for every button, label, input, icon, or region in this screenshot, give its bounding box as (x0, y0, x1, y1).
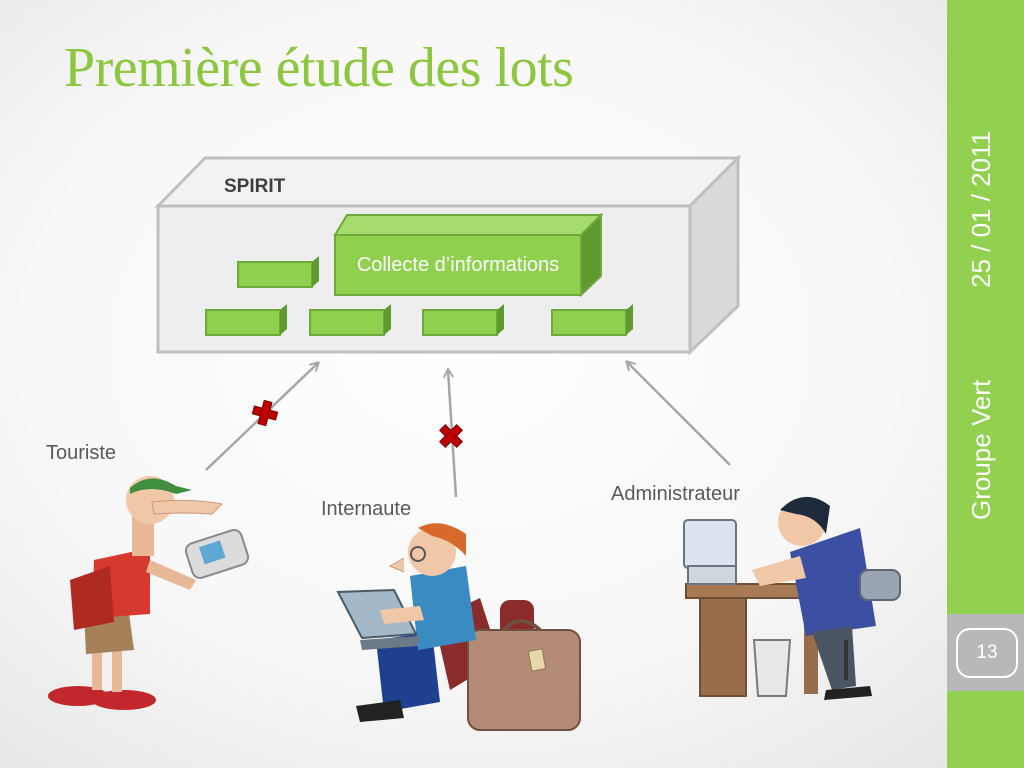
tourist-illustration-icon (48, 476, 250, 710)
module-small-3 (309, 304, 391, 336)
page-number-badge: 13 (956, 628, 1018, 678)
cross-mark-internaute-icon (438, 423, 464, 449)
slide-date: 25 / 01 / 2011 (966, 130, 996, 288)
actor-label-internaute: Internaute (321, 498, 412, 520)
slide-title: Première étude des lots (64, 37, 574, 99)
administrator-illustration-icon (683, 496, 901, 700)
actor-label-tourist: Touriste (46, 442, 117, 464)
module-collecte (333, 212, 604, 298)
sidebar-page-band (947, 614, 1024, 691)
spirit-label: SPIRIT (224, 176, 286, 197)
module-small-4 (422, 304, 504, 336)
internaute-illustration-icon (336, 523, 581, 731)
arrow-administrator (627, 362, 731, 466)
module-small-1 (237, 256, 319, 288)
cross-mark-tourist-icon (251, 399, 279, 427)
group-name: Groupe Vert (966, 379, 996, 520)
collecte-module-label: Collecte d’informations (356, 254, 560, 276)
module-small-5 (551, 304, 633, 336)
actor-label-administrator: Administrateur (611, 483, 740, 505)
module-small-2 (205, 304, 287, 336)
